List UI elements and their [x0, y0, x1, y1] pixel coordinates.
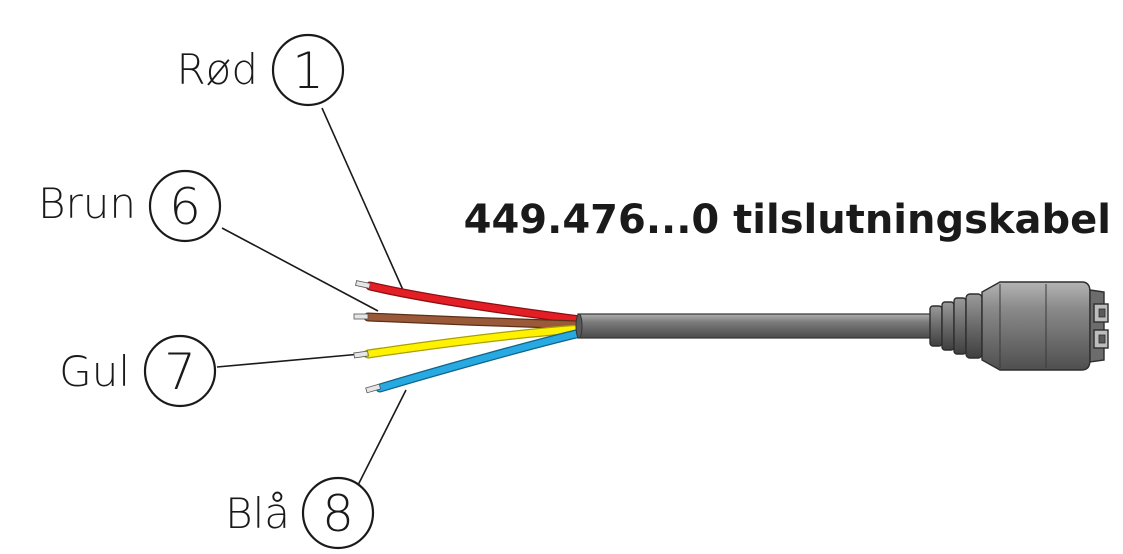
connector-front [1089, 289, 1105, 363]
number-circle-8 [301, 476, 375, 550]
wire-label-text-6: Brun [38, 179, 136, 228]
number-circle-7 [143, 334, 217, 408]
connector-ring-4 [965, 293, 983, 359]
wire-label-7: Gul 7 [59, 334, 217, 408]
number-circle-6 [148, 169, 222, 243]
wire-label-text-7: Gul [59, 347, 130, 396]
number-text-8: 8 [322, 485, 354, 543]
leader-line-8 [351, 389, 407, 498]
wire-label-1: Rød 1 [176, 33, 345, 107]
number-circle-1 [271, 33, 345, 107]
wires [363, 281, 585, 393]
wire-yellow-fill [364, 325, 584, 358]
wire-label-6: Brun 6 [38, 169, 222, 243]
connector-ring-1 [929, 305, 943, 347]
wire-tips [353, 280, 382, 394]
connector [929, 281, 1109, 371]
number-text-1: 1 [292, 42, 324, 100]
wire-red-fill [366, 282, 584, 324]
wire-label-text-8: Blå [225, 489, 290, 538]
main-cable [575, 313, 934, 339]
number-text-7: 7 [164, 343, 196, 401]
leader-lines [216, 107, 407, 498]
tip-blue [365, 383, 382, 394]
wire-label-8: Blå 8 [225, 476, 375, 550]
tip-yellow [353, 350, 369, 359]
tip-brown [353, 313, 369, 320]
tip-red [355, 280, 371, 289]
connector-body [981, 281, 1091, 371]
wire-blue-fill [376, 329, 584, 392]
wire-brown-fill [364, 313, 584, 329]
number-text-6: 6 [169, 178, 201, 236]
connector-ring-2 [941, 301, 955, 351]
leader-line-1 [321, 107, 404, 291]
leader-line-7 [216, 352, 373, 368]
wire-label-text-1: Rød [176, 45, 258, 94]
leader-line-6 [221, 227, 379, 312]
connector-ring-3 [953, 297, 967, 355]
cable-title: 449.476...0 tilslutningskabel [464, 197, 1111, 243]
